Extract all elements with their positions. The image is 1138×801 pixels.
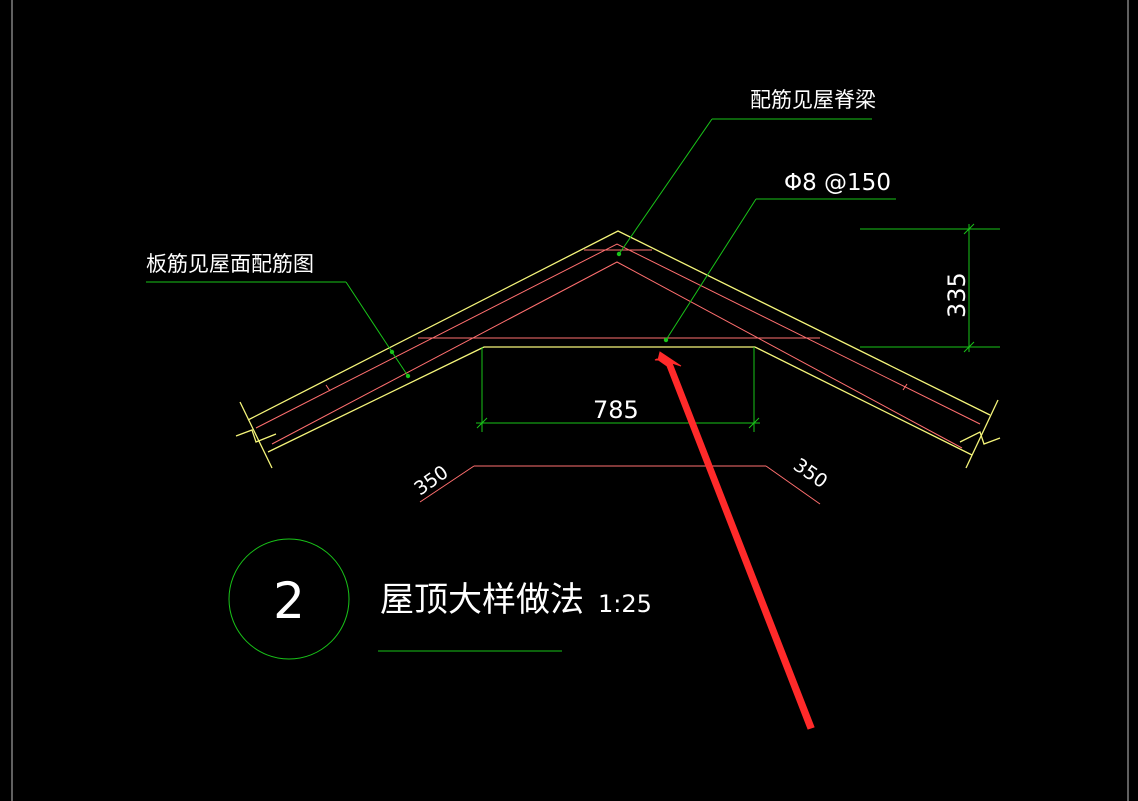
detail-scale: 1:25 bbox=[598, 590, 652, 618]
left-break-zigzag bbox=[235, 429, 277, 443]
dim-width-tick-right bbox=[748, 417, 760, 429]
right-break-line bbox=[965, 399, 999, 469]
slab-note-label: 板筋见屋面配筋图 bbox=[146, 252, 314, 276]
stirrup-leader-dot bbox=[663, 337, 669, 343]
rebar-tick-right bbox=[902, 383, 908, 391]
rebar-lines bbox=[255, 243, 981, 505]
dim-width-tick-left bbox=[476, 417, 488, 429]
roof-bottom-right bbox=[754, 346, 973, 456]
dim-height-tick-top bbox=[963, 223, 975, 235]
bottom-rebar bbox=[271, 261, 963, 449]
annotation-arrow bbox=[654, 351, 815, 730]
bottom-bar-left bbox=[419, 465, 475, 503]
slab-leader-dot-1 bbox=[389, 349, 395, 355]
roof-bottom-left bbox=[267, 346, 485, 453]
dim-height-tick-bottom bbox=[963, 341, 975, 353]
slab-leader-line bbox=[345, 281, 409, 377]
right-break-zigzag bbox=[959, 431, 1001, 445]
detail-title: 屋顶大样做法 bbox=[380, 580, 584, 620]
beam-leader-dot bbox=[616, 251, 622, 257]
stirrup-leader-line bbox=[665, 198, 757, 341]
slab-leader-dot-2 bbox=[405, 373, 411, 379]
roof-outline bbox=[235, 230, 1001, 469]
bottom-bar-right bbox=[765, 465, 821, 505]
stirrup-note-label: Φ8 @150 bbox=[784, 170, 891, 196]
detail-number-circle bbox=[228, 538, 350, 660]
dim-width-value: 785 bbox=[593, 396, 639, 424]
beam-note-label: 配筋见屋脊梁 bbox=[750, 88, 876, 112]
leaders-and-dimensions bbox=[146, 118, 1000, 660]
detail-number: 2 bbox=[273, 572, 305, 630]
dim-height-value: 335 bbox=[943, 272, 971, 318]
top-rebar bbox=[255, 243, 981, 429]
roof-top-surface bbox=[247, 230, 991, 421]
beam-leader-line bbox=[618, 118, 713, 255]
left-break-line bbox=[239, 401, 273, 469]
rebar-tick-left bbox=[325, 384, 331, 392]
